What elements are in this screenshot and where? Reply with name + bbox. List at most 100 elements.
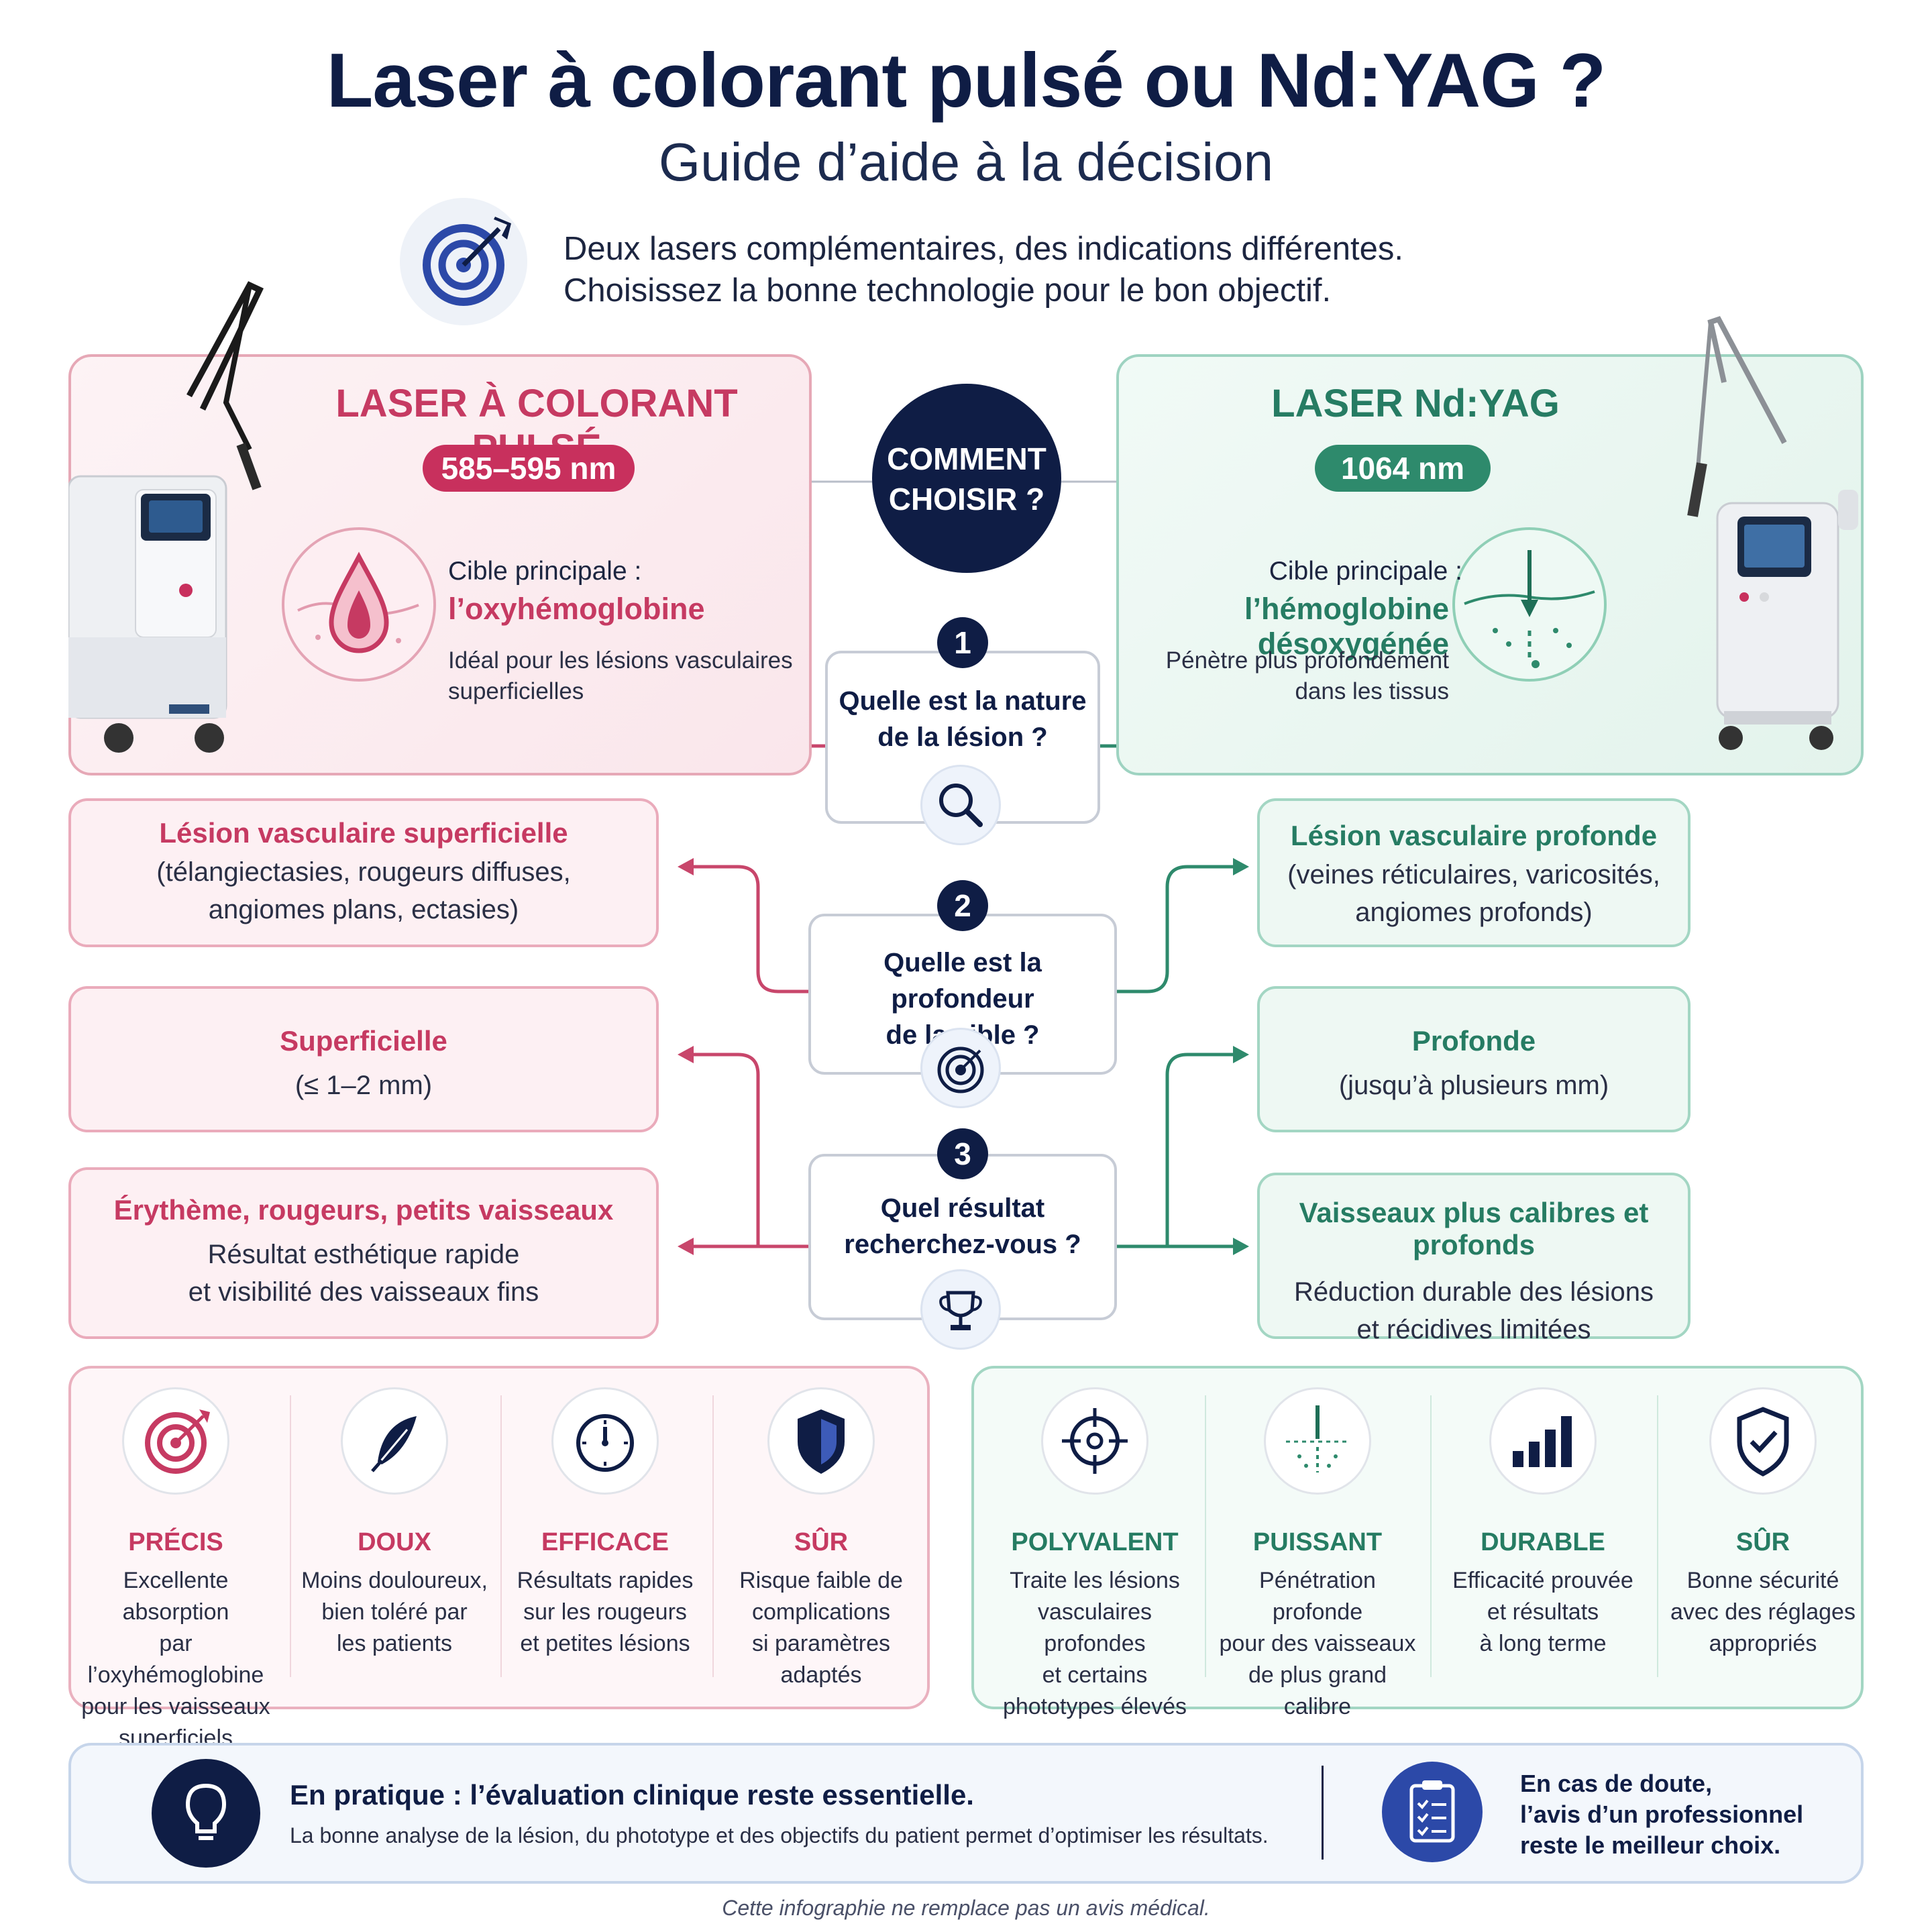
benefit-line: Traite les lésions [1010,1568,1180,1593]
question-number: 3 [937,1128,988,1179]
benefit-line: calibre [1283,1694,1352,1719]
answer-deep-depth: Profonde (jusqu’à plusieurs mm) [1257,986,1690,1132]
benefit-line: bien toléré par [321,1599,468,1625]
answer-line: et récidives limitées [1356,1315,1591,1344]
page-subtitle: Guide d’aide à la décision [658,132,1274,192]
benefit-line: Excellente absorption [122,1568,229,1625]
pdl-wavelength-badge: 585–595 nm [423,445,635,492]
benefit-line: complications [752,1599,890,1625]
divider [712,1395,714,1677]
benefit-line: sur les rougeurs [523,1599,687,1625]
target-icon [920,1028,1001,1108]
answer-line: (jusqu’à plusieurs mm) [1338,1071,1609,1100]
question-line: de la lésion ? [877,722,1048,752]
pdl-laser-device-illustration [68,275,270,765]
answer-line: (télangiectasies, rougeurs diffuses, [156,857,571,887]
answer-title: Superficielle [280,1025,447,1057]
benefit-desc: Efficacité prouvée et résultats à long t… [1442,1565,1644,1660]
magnifier-icon [920,765,1001,845]
answer-line: (≤ 1–2 mm) [294,1071,433,1100]
ndyag-target: l’hémoglobine désoxygénée [1244,592,1449,661]
divider [500,1395,502,1677]
benefit-safe: SÛR Risque faible de complications si pa… [720,1387,922,1691]
how-to-choose-badge: COMMENT CHOISIR ? [872,384,1061,573]
answer-title: Lésion vasculaire profonde [1290,820,1658,851]
answer-superficial-lesion: Lésion vasculaire superficielle (télangi… [68,798,659,947]
answer-title: Lésion vasculaire superficielle [159,817,568,849]
question-number: 2 [937,880,988,931]
bar-chart-icon [1489,1387,1597,1495]
benefit-desc: Excellente absorption par l’oxyhémoglobi… [75,1565,276,1754]
penetration-icon [1264,1387,1371,1495]
benefit-line: Risque faible de [739,1568,903,1593]
disclaimer: Cette infographie ne remplace pas un avi… [722,1896,1210,1920]
benefit-line: avec des réglages [1670,1599,1856,1625]
benefit-desc: Pénétration profonde pour des vaisseaux … [1217,1565,1418,1723]
how-to-choose-line: COMMENT [887,441,1046,476]
benefit-title: DOUX [358,1528,431,1556]
deep-penetration-icon [1452,527,1607,682]
intro-line: Deux lasers complémentaires, des indicat… [564,231,1403,267]
answer-erythema: Érythème, rougeurs, petits vaisseaux Rés… [68,1167,659,1339]
ndyag-title: LASER Nd:YAG [1271,382,1560,425]
benefit-line: Pénétration profonde [1259,1568,1376,1625]
pdl-target: l’oxyhémoglobine [448,592,705,626]
page-title: Laser à colorant pulsé ou Nd:YAG ? [326,38,1607,123]
benefit-title: SÛR [794,1528,849,1556]
benefit-title: EFFICACE [541,1528,669,1556]
answer-deep-lesion: Lésion vasculaire profonde (veines rétic… [1257,798,1690,947]
benefit-title: PUISSANT [1252,1528,1383,1556]
benefit-line: vasculaires profondes [1037,1599,1152,1656]
answer-title: Érythème, rougeurs, petits vaisseaux [113,1194,614,1226]
pdl-desc-line: superficielles [448,678,584,704]
target-arrow-icon [400,198,527,325]
benefit-line: à long terme [1479,1631,1607,1656]
benefit-title: DURABLE [1481,1528,1605,1556]
ndyag-laser-device-illustration [1677,309,1862,765]
benefit-line: Bonne sécurité [1686,1568,1839,1593]
feather-icon [341,1387,448,1495]
benefit-title: POLYVALENT [1011,1528,1179,1556]
benefit-line: Résultats rapides [517,1568,694,1593]
benefit-precise: PRÉCIS Excellente absorption par l’oxyhé… [75,1387,276,1754]
benefit-desc: Traite les lésions vasculaires profondes… [994,1565,1195,1723]
benefit-line: et certains [1042,1662,1148,1688]
answer-line: angiomes plans, ectasies) [208,895,519,924]
benefit-line: de plus grand [1248,1662,1387,1688]
benefit-line: si paramètres [752,1631,890,1656]
target-arrow-icon [122,1387,229,1495]
divider [290,1395,291,1677]
benefit-desc: Résultats rapides sur les rougeurs et pe… [504,1565,706,1660]
trophy-icon [920,1269,1001,1350]
footer-title: En pratique : l’évaluation clinique rest… [290,1779,974,1811]
benefit-effective: EFFICACE Résultats rapides sur les rouge… [504,1387,706,1660]
benefit-line: pour les vaisseaux [81,1694,270,1719]
benefit-title: PRÉCIS [128,1528,223,1556]
intro-line: Choisissez la bonne technologie pour le … [564,272,1332,309]
answer-large-vessels: Vaisseaux plus calibres et profonds Rédu… [1257,1173,1690,1344]
answer-superficial-depth: Superficielle (≤ 1–2 mm) [68,986,659,1132]
footer-advice-line: l’avis d’un professionnel [1520,1801,1804,1828]
ndyag-description: Pénètre plus profondément dans les tissu… [1154,645,1449,707]
benefit-line: par l’oxyhémoglobine [87,1631,264,1688]
question-line: Quel résultat [880,1193,1045,1223]
ndyag-wavelength-badge: 1064 nm [1315,445,1491,492]
shield-check-icon [1709,1387,1817,1495]
answer-line: Réduction durable des lésions [1294,1277,1654,1307]
question-3-box: Quel résultat recherchez-vous ? [808,1154,1117,1320]
benefit-line: et résultats [1487,1599,1599,1625]
answer-line: et visibilité des vaisseaux fins [188,1277,539,1307]
benefit-line: les patients [337,1631,452,1656]
answer-line: angiomes profonds) [1355,898,1593,927]
question-line: Quelle est la nature [839,686,1087,716]
ndyag-target-label: Cible principale : [1269,557,1462,586]
footer-divider [1322,1766,1324,1860]
pdl-description: Idéal pour les lésions vasculaires super… [448,645,793,707]
benefit-versatile: POLYVALENT Traite les lésions vasculaire… [994,1387,1195,1723]
pdl-target-label: Cible principale : [448,557,642,586]
timer-icon [551,1387,659,1495]
benefit-line: phototypes élevés [1002,1694,1187,1719]
benefit-gentle: DOUX Moins douloureux, bien toléré par l… [294,1387,495,1660]
ndyag-desc-line: dans les tissus [1295,678,1449,704]
benefit-line: Efficacité prouvée [1452,1568,1633,1593]
